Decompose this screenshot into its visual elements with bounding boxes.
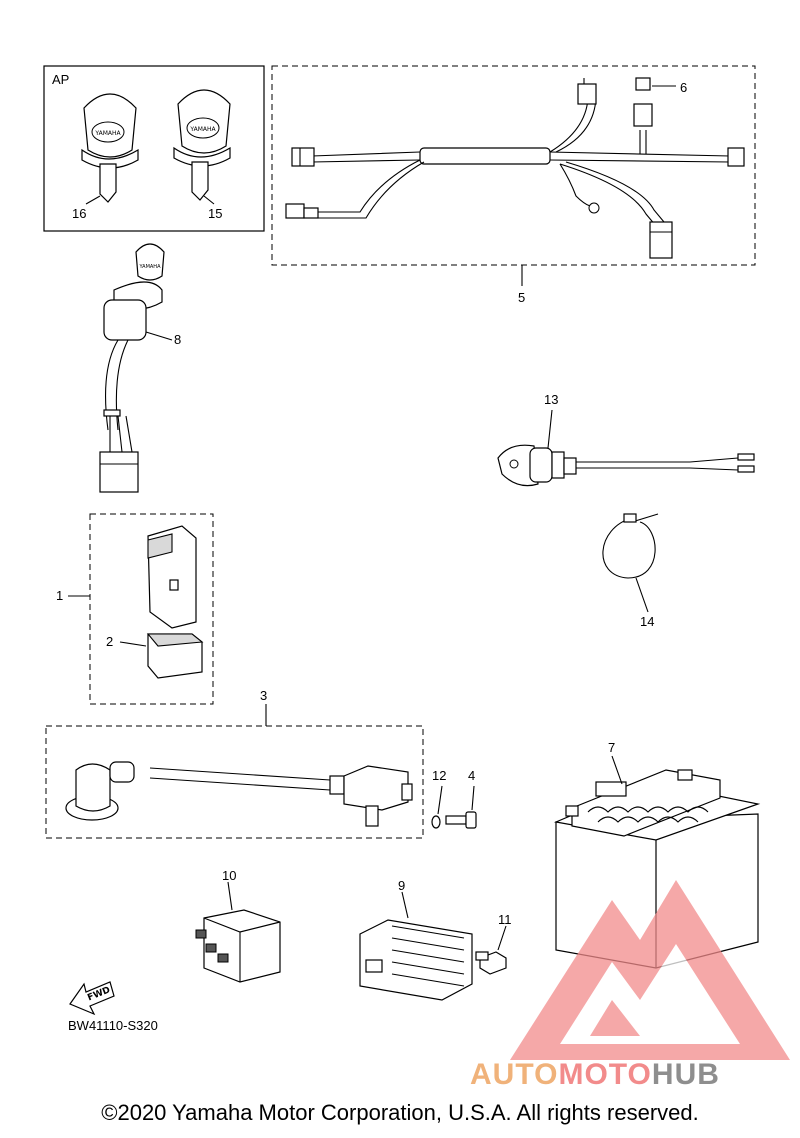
key-16-icon: YAMAHA — [81, 93, 139, 203]
watermark-logo-icon — [510, 880, 790, 1060]
starter-relay-icon — [195, 881, 281, 983]
cable-tie-icon — [602, 513, 659, 613]
callout-3: 3 — [260, 688, 267, 703]
callout-8: 8 — [174, 332, 181, 347]
main-switch-icon: YAMAHA — [99, 243, 173, 493]
callout-10: 10 — [222, 868, 236, 883]
callout-9: 9 — [398, 878, 405, 893]
wire-harness — [271, 65, 756, 266]
callout-4: 4 — [468, 768, 475, 783]
ap-key-group: AP YAMAHA YAMAHA 16 15 — [43, 65, 265, 232]
key-16-logo: YAMAHA — [94, 130, 121, 137]
key-15-logo: YAMAHA — [189, 126, 216, 133]
copyright-footer: ©2020 Yamaha Motor Corporation, U.S.A. A… — [101, 1100, 699, 1125]
cdi-unit-group — [68, 513, 214, 705]
key-15-icon: YAMAHA — [173, 89, 231, 201]
callout-11: 11 — [498, 912, 512, 927]
watermark-part3: HUB — [651, 1058, 720, 1091]
callout-6: 6 — [680, 80, 687, 95]
watermark-part1: AUTO — [470, 1058, 559, 1091]
callout-7: 7 — [608, 740, 615, 755]
ignition-coil-group — [45, 704, 424, 839]
thermo-switch-icon — [497, 409, 755, 487]
callout-1: 1 — [56, 588, 63, 603]
screw-4-icon — [445, 785, 477, 829]
watermark-part2: MOTO — [558, 1058, 652, 1091]
ap-group-label: AP — [52, 72, 69, 87]
doc-number: BW41110-S320 — [68, 1018, 158, 1033]
washer-12-icon — [431, 785, 443, 829]
bolt-11-icon — [475, 925, 507, 975]
callout-14: 14 — [640, 614, 654, 629]
callout-5: 5 — [518, 290, 525, 305]
rectifier-regulator-icon — [359, 891, 473, 1001]
watermark-text: AUTOMOTOHUB — [470, 1058, 720, 1092]
svg-text:YAMAHA: YAMAHA — [138, 264, 161, 270]
callout-13: 13 — [544, 392, 558, 407]
callout-2: 2 — [106, 634, 113, 649]
callout-16: 16 — [72, 206, 86, 221]
fwd-arrow-icon: FWD — [69, 981, 115, 1016]
callout-15: 15 — [208, 206, 222, 221]
callout-12: 12 — [432, 768, 446, 783]
